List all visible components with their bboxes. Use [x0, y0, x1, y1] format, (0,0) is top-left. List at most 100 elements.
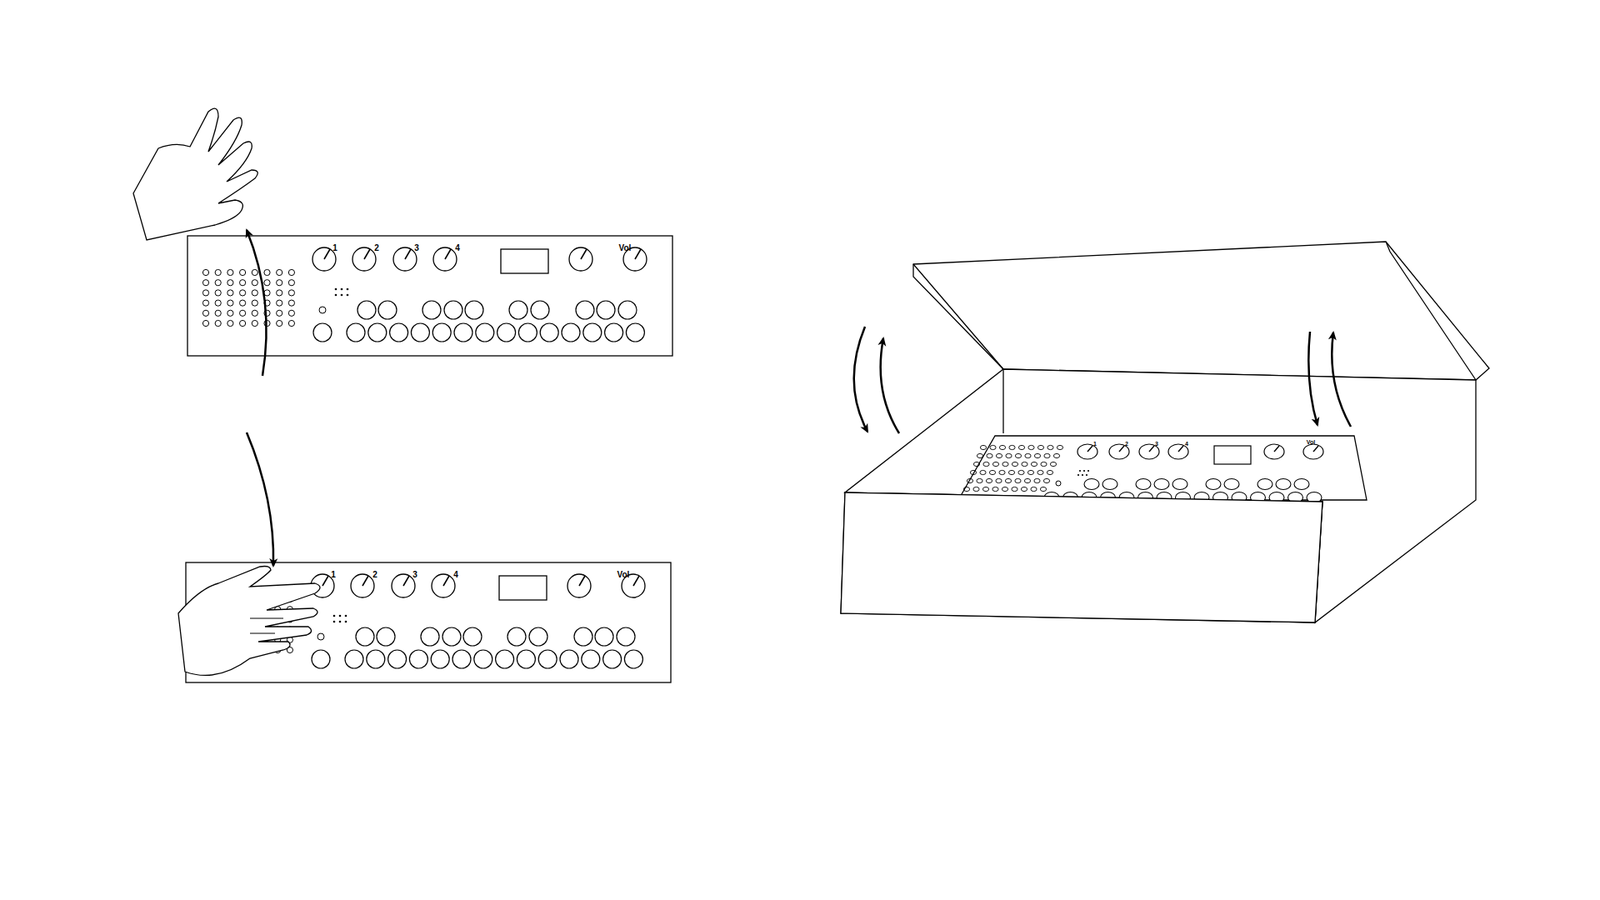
speaker-hole	[1030, 461, 1037, 466]
speaker-hole	[288, 280, 295, 286]
speaker-hole	[985, 478, 992, 483]
button	[616, 627, 635, 646]
speaker-hole	[202, 300, 209, 306]
knob-number: 1	[1093, 440, 1097, 447]
button	[596, 300, 615, 320]
knob-pointer	[580, 249, 587, 260]
speaker-hole	[976, 453, 983, 458]
speaker-hole	[980, 470, 986, 475]
speaker-hole	[227, 269, 234, 275]
button	[420, 627, 440, 646]
led	[333, 620, 336, 624]
speaker-hole	[1028, 445, 1035, 450]
button	[581, 650, 600, 669]
speaker-hole	[992, 461, 999, 466]
led	[345, 620, 348, 624]
speaker-hole	[240, 320, 246, 326]
knob-pointer	[1087, 445, 1093, 452]
speaker-hole	[264, 280, 270, 286]
knob-number: 1	[332, 244, 338, 253]
button	[583, 323, 602, 342]
button	[1224, 479, 1240, 490]
button	[366, 650, 385, 669]
speaker-hole	[1011, 486, 1018, 491]
speaker-hole	[215, 269, 221, 275]
knob-pointer	[635, 249, 641, 260]
button	[422, 300, 441, 320]
button	[311, 650, 330, 669]
speaker-hole	[976, 478, 983, 483]
button	[529, 627, 548, 646]
motion-arrow	[1308, 331, 1318, 425]
box	[840, 492, 1323, 623]
speaker-hole	[276, 280, 283, 286]
led	[346, 294, 350, 297]
button	[540, 323, 559, 342]
knob	[569, 247, 593, 271]
button	[432, 323, 451, 342]
knob	[352, 247, 376, 271]
knob	[431, 574, 455, 598]
button	[1084, 479, 1100, 490]
button	[1102, 479, 1118, 490]
button	[368, 323, 387, 342]
button	[1055, 480, 1061, 486]
button	[1135, 479, 1151, 490]
speaker-hole	[227, 320, 234, 326]
speaker-hole	[227, 300, 234, 306]
speaker-hole	[980, 445, 986, 450]
speaker-hole	[215, 300, 221, 306]
speaker-hole	[276, 320, 283, 326]
speaker-hole	[276, 310, 283, 316]
led	[346, 288, 350, 291]
speaker-hole	[215, 320, 221, 326]
knob	[393, 247, 417, 271]
hand	[133, 108, 258, 240]
motion-arrow	[1331, 332, 1351, 427]
speaker-hole	[986, 453, 993, 458]
button	[509, 300, 528, 320]
button	[378, 300, 397, 320]
button	[1294, 479, 1310, 490]
speaker-hole	[1008, 470, 1015, 475]
speaker-hole	[251, 280, 258, 286]
speaker-hole	[1037, 445, 1044, 450]
speaker-hole	[1015, 478, 1021, 483]
speaker-hole	[1018, 470, 1025, 475]
speaker-hole	[1001, 486, 1008, 491]
speaker-hole	[288, 320, 295, 326]
button	[1205, 479, 1221, 490]
speaker-hole	[1024, 478, 1030, 483]
knob-number: 4	[455, 244, 460, 253]
button	[345, 650, 364, 669]
button	[530, 300, 550, 320]
speaker-hole	[215, 310, 221, 316]
speaker-hole	[202, 290, 209, 296]
button	[444, 300, 463, 320]
speaker-hole	[202, 280, 209, 286]
led	[333, 615, 336, 618]
speaker-hole	[288, 269, 295, 275]
speaker-hole	[989, 470, 995, 475]
knob	[1109, 444, 1130, 460]
speaker-hole	[1011, 461, 1018, 466]
button	[516, 650, 535, 669]
button	[595, 627, 614, 646]
speaker-hole	[288, 300, 295, 306]
speaker-hole	[1040, 461, 1047, 466]
button	[603, 650, 622, 669]
button	[475, 323, 495, 342]
knob-pointer	[324, 249, 330, 260]
speaker-hole	[276, 300, 283, 306]
speaker-hole	[215, 280, 221, 286]
speaker-hole	[992, 486, 999, 491]
speaker-hole	[1009, 445, 1015, 450]
led	[339, 620, 342, 624]
speaker-hole	[1025, 453, 1031, 458]
speaker-hole	[1040, 486, 1046, 491]
speaker-hole	[240, 290, 246, 296]
button	[474, 650, 493, 669]
knob-number: 3	[414, 244, 420, 253]
knob	[1168, 444, 1189, 460]
